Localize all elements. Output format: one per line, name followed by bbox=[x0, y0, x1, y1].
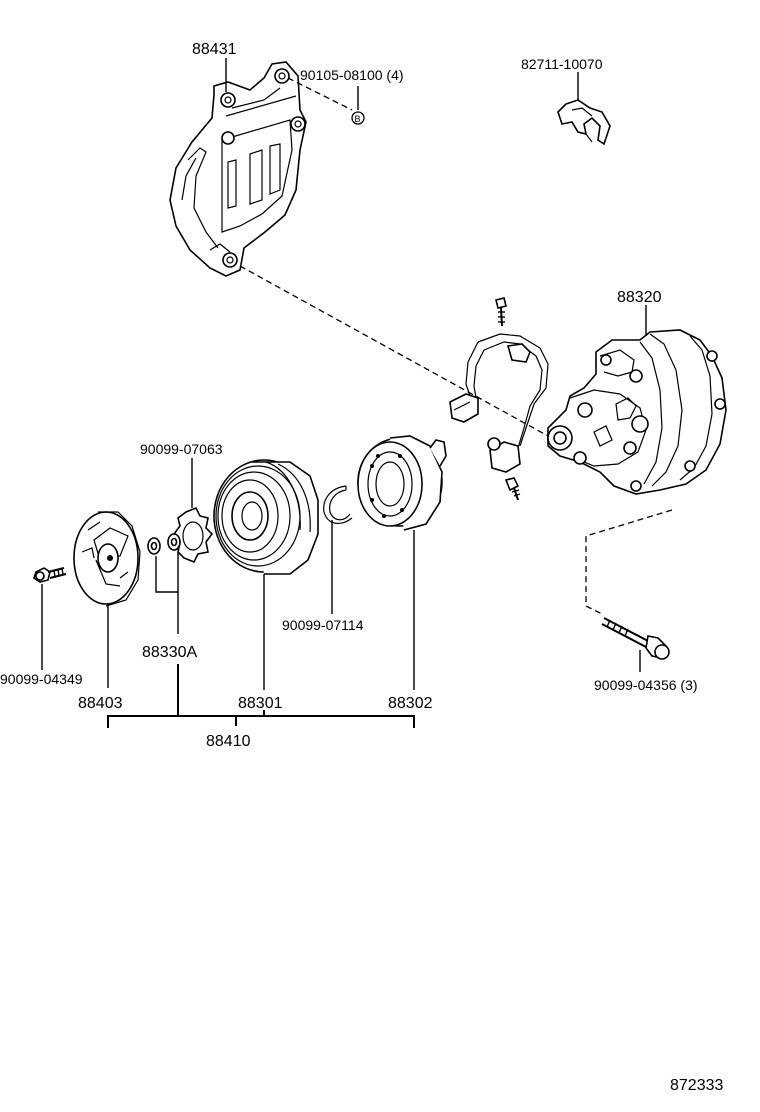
clutch-pulley[interactable] bbox=[213, 459, 319, 575]
label-shim-ring: 90099-07063 bbox=[140, 441, 223, 457]
harness-screw-top[interactable] bbox=[495, 297, 507, 327]
harness-screw-bottom[interactable] bbox=[504, 477, 521, 501]
ac-compressor[interactable] bbox=[547, 329, 727, 495]
label-snap-ring: 90099-07114 bbox=[282, 617, 364, 633]
label-compressor: 88320 bbox=[617, 289, 662, 306]
wire-harness[interactable] bbox=[449, 333, 549, 473]
bolt-b-marker[interactable] bbox=[351, 111, 365, 125]
mount-bolt[interactable] bbox=[601, 617, 670, 660]
field-coil-stator[interactable] bbox=[357, 435, 447, 531]
label-clutch-assy: 88410 bbox=[206, 733, 251, 750]
washer-set[interactable] bbox=[147, 533, 181, 555]
wire-clamp[interactable] bbox=[557, 99, 611, 146]
pressure-plate[interactable] bbox=[73, 511, 141, 607]
label-clamp: 82711-10070 bbox=[521, 56, 603, 72]
label-stator: 88302 bbox=[388, 695, 433, 712]
snap-ring[interactable] bbox=[323, 485, 353, 524]
hub-bolt[interactable] bbox=[33, 567, 67, 583]
compressor-bracket[interactable] bbox=[169, 61, 307, 277]
shim-ring[interactable] bbox=[173, 506, 214, 564]
label-pulley: 88301 bbox=[238, 695, 283, 712]
label-bracket-bolt: 90105-08100 (4) bbox=[300, 67, 404, 83]
diagram-number: 872333 bbox=[670, 1077, 723, 1094]
label-hub-bolt: 90099-04349 bbox=[0, 671, 83, 687]
label-mount-bolt: 90099-04356 (3) bbox=[594, 677, 698, 693]
label-washer-set: 88330A bbox=[142, 644, 197, 661]
bolt-b-mark: B bbox=[355, 114, 361, 124]
label-bracket: 88431 bbox=[192, 41, 237, 58]
label-pressure-plate: 88403 bbox=[78, 695, 123, 712]
